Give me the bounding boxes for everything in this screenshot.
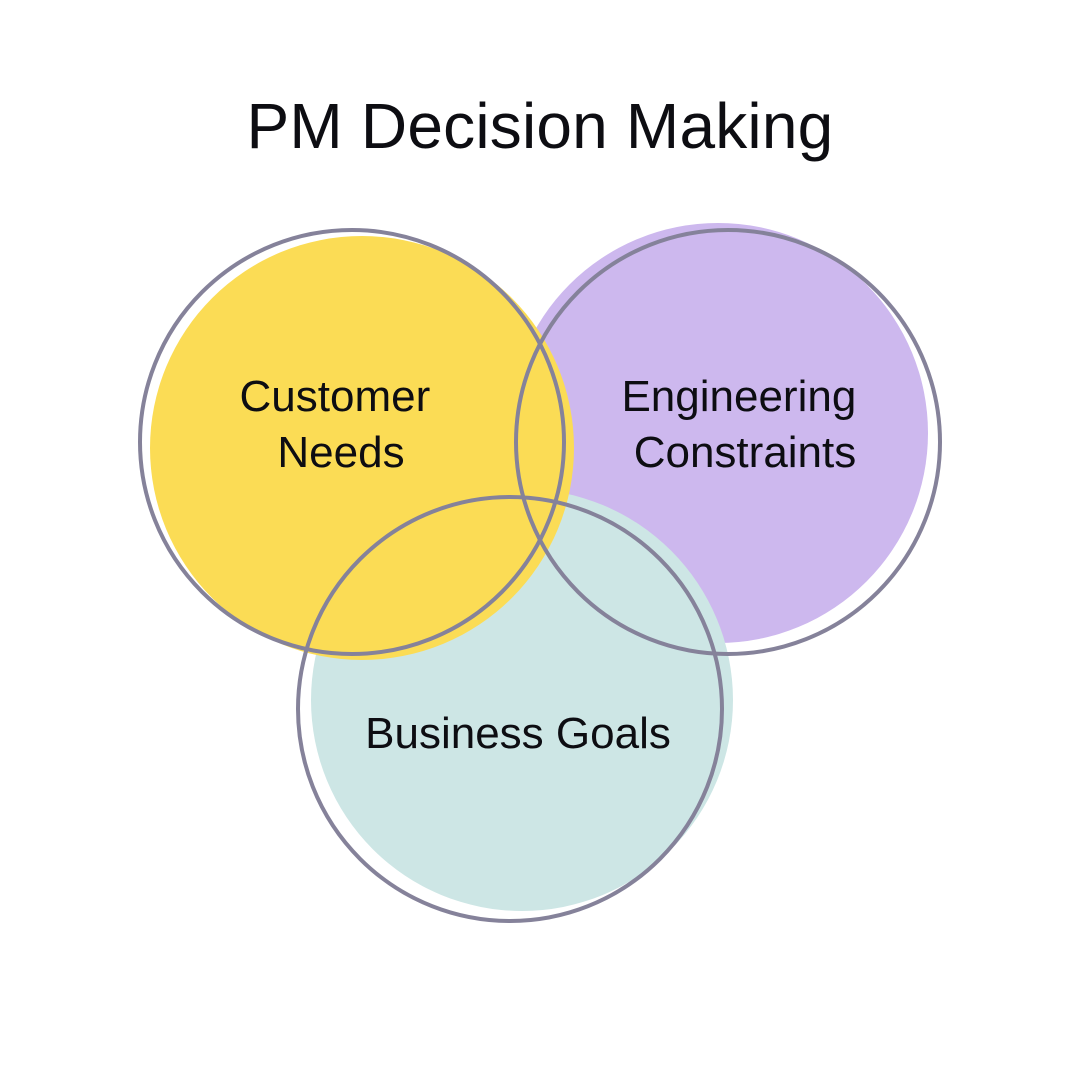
business-goals-outline: [296, 495, 724, 923]
engineering-constraints-line-2: Constraints: [634, 428, 857, 477]
business-goals-line-1: Business Goals: [365, 709, 671, 758]
engineering-constraints-label: Engineering Constraints: [621, 372, 868, 477]
customer-needs-line-2: Needs: [277, 428, 404, 477]
engineering-constraints-outline: [514, 228, 942, 656]
customer-needs-line-1: Customer: [240, 372, 431, 421]
customer-needs-fill: [150, 236, 574, 660]
page-title: PM Decision Making: [246, 90, 834, 162]
customer-needs-outline: [138, 228, 566, 656]
customer-needs-label: Customer Needs: [240, 372, 443, 477]
engineering-constraints-line-1: Engineering: [621, 372, 856, 421]
business-goals-label: Business Goals: [365, 709, 671, 758]
